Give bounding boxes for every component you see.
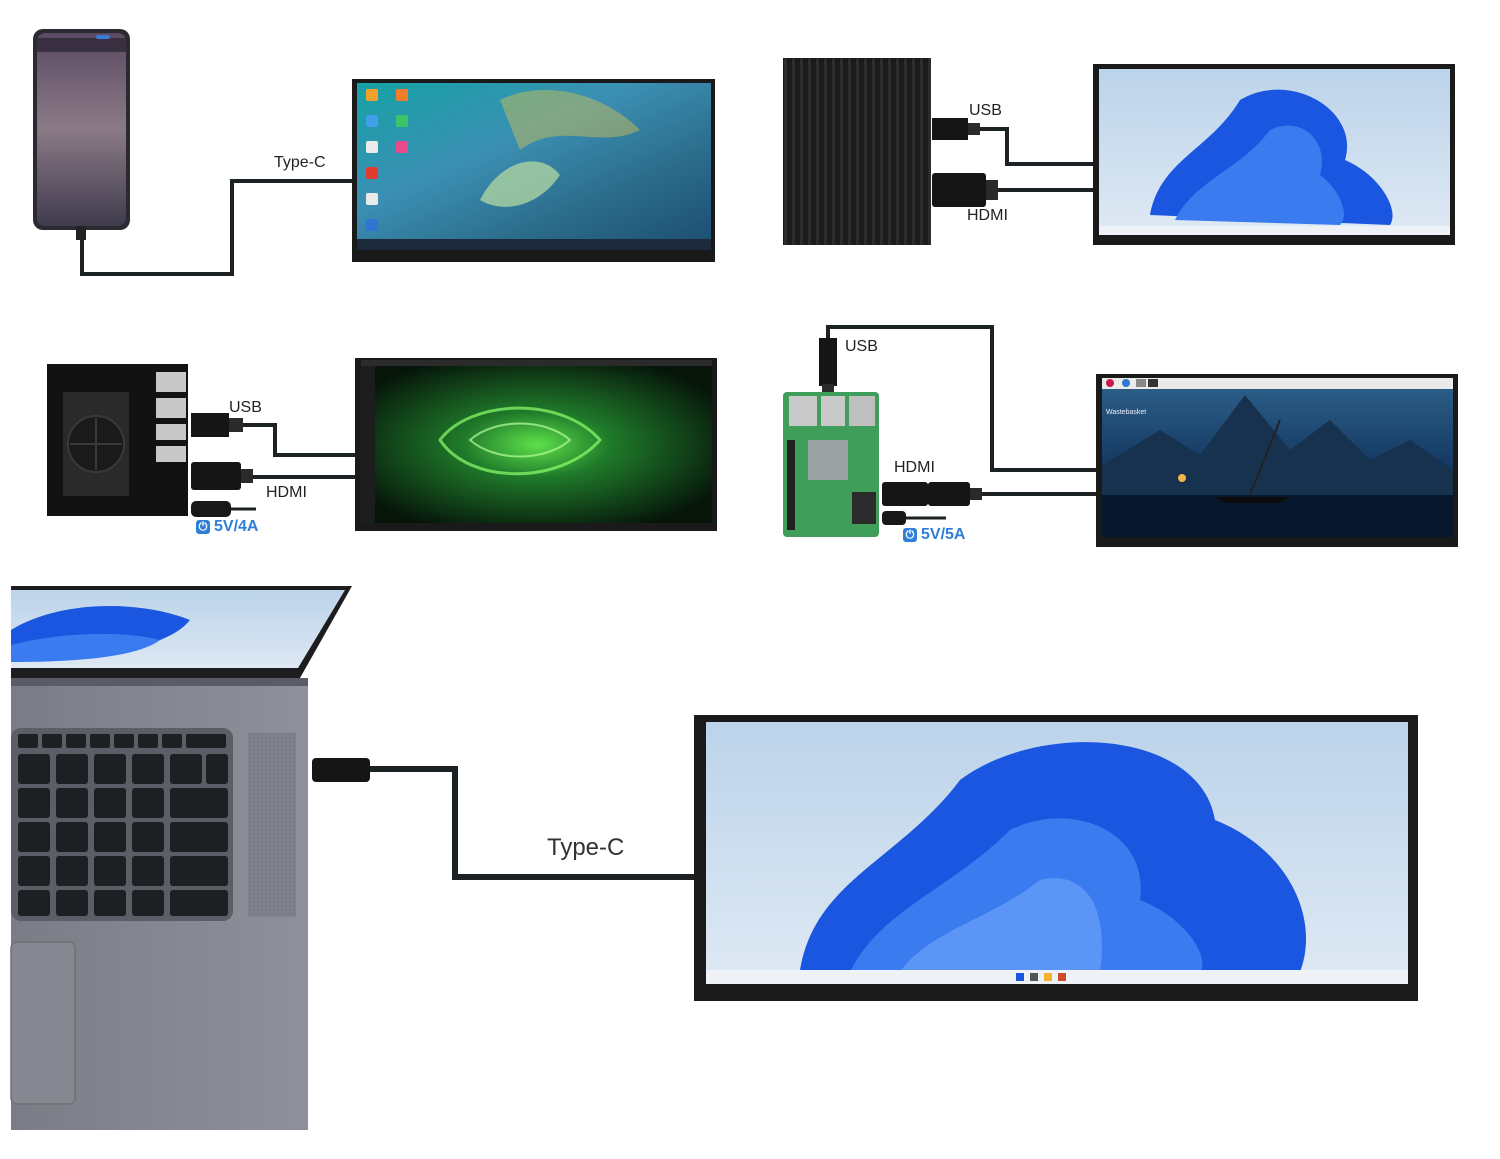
power-label-jetson: ⏻ 5V/4A	[196, 519, 258, 535]
usb-label-rpi: USB	[845, 338, 878, 355]
hdmi-label-jetson: HDMI	[266, 484, 307, 501]
power-plug-jetson	[191, 501, 256, 517]
monitor-rpi	[1096, 374, 1458, 547]
power-value-jetson: 5V/4A	[214, 518, 259, 535]
hdmi-plug-jetson	[191, 462, 253, 490]
hdmi-label-minipc: HDMI	[967, 207, 1008, 224]
power-icon: ⏻	[196, 520, 210, 534]
keyboard-keys	[18, 734, 228, 916]
usb-plug-minipc	[932, 118, 980, 140]
usb-label-minipc: USB	[969, 102, 1002, 119]
usb-cable-minipc	[980, 127, 1097, 166]
power-icon: ⏻	[903, 528, 917, 542]
type-c-label-laptop: Type-C	[547, 834, 625, 861]
type-c-plug-laptop	[312, 758, 370, 782]
type-c-label-phone: Type-C	[274, 154, 326, 171]
usb-plug-jetson	[191, 413, 243, 437]
monitor-minipc	[1093, 64, 1455, 245]
power-label-rpi: ⏻ 5V/5A	[903, 527, 965, 543]
type-c-cable-phone	[80, 179, 355, 276]
jetson-board	[47, 364, 188, 516]
monitor-laptop	[694, 715, 1418, 1001]
raspberry-pi-board	[783, 392, 879, 537]
phone-device	[33, 29, 130, 240]
power-plug-rpi	[882, 511, 946, 525]
power-value-rpi: 5V/5A	[921, 526, 966, 543]
usb-plug-rpi	[819, 338, 837, 394]
mini-pc-device	[783, 58, 931, 245]
hdmi-plug-rpi	[882, 482, 982, 506]
usb-cable-jetson	[243, 423, 357, 457]
wastebasket-desktop-label: Wastebasket	[1106, 409, 1147, 416]
type-c-cable-laptop	[370, 766, 697, 880]
hdmi-label-rpi: HDMI	[894, 459, 935, 476]
monitor-jetson	[355, 358, 717, 531]
usb-label-jetson: USB	[229, 399, 262, 416]
hdmi-plug-minipc	[932, 173, 998, 207]
monitor-phone	[352, 79, 715, 262]
